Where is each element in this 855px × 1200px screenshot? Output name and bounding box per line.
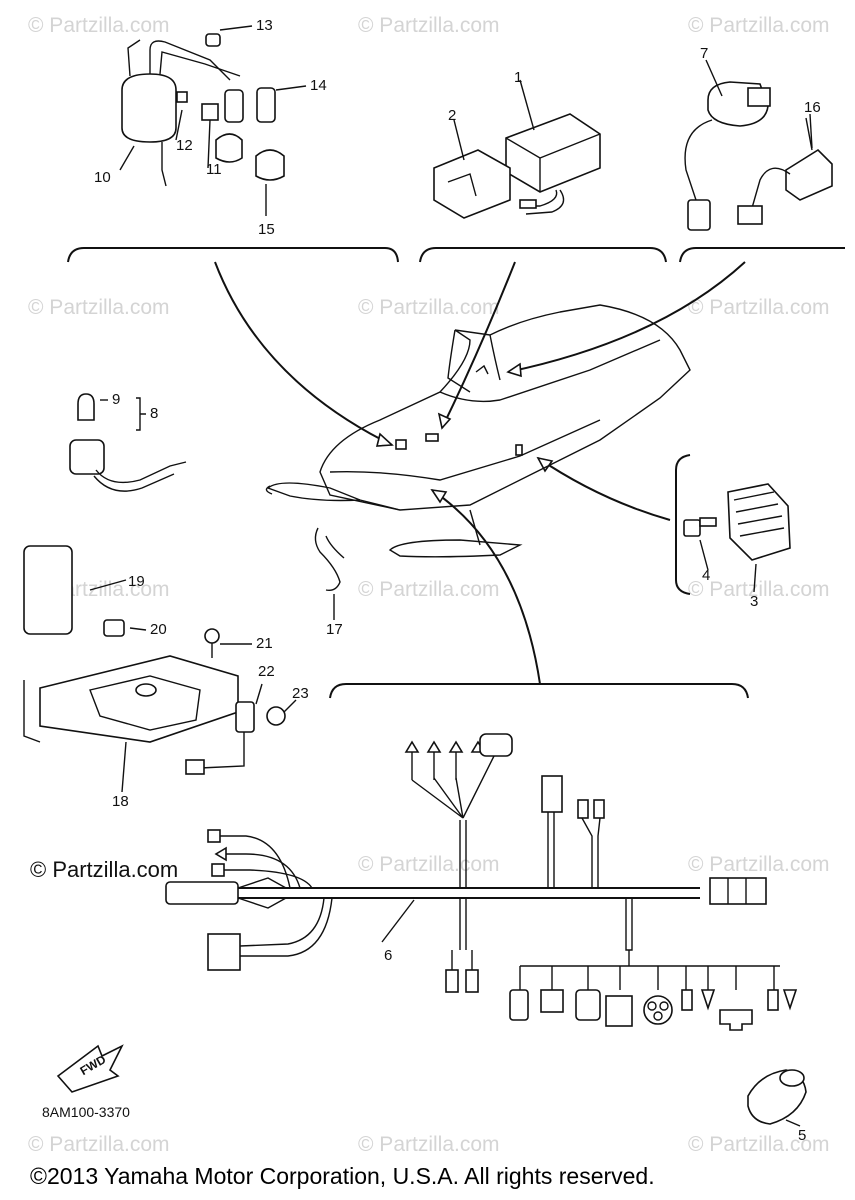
callout-8: 8	[150, 405, 159, 422]
leader-arrow	[441, 261, 516, 429]
leader-arrow	[214, 261, 393, 446]
callout-7: 7	[700, 45, 709, 62]
callout-10: 10	[94, 169, 111, 186]
watermark: © Partzilla.com	[688, 853, 830, 876]
leader-arrow	[537, 457, 671, 521]
diagram-code: 8AM100-3370	[42, 1104, 130, 1120]
bracket-cdi	[419, 247, 667, 263]
watermark: © Partzilla.com	[688, 296, 830, 319]
bracket-ignition	[67, 247, 399, 263]
watermark: © Partzilla.com	[688, 14, 830, 37]
watermark: © Partzilla.com	[358, 1133, 500, 1156]
watermark: © Partzilla.com	[358, 14, 500, 37]
watermark: © Partzilla.com	[688, 578, 830, 601]
callout-15: 15	[258, 221, 275, 238]
watermark: © Partzilla.com	[28, 14, 170, 37]
watermark: © Partzilla.com	[358, 578, 500, 601]
callout-14: 14	[310, 77, 327, 94]
callout-3: 3	[750, 593, 759, 610]
fwd-arrow-icon: FWD	[56, 1044, 124, 1093]
arrow-head	[506, 362, 522, 378]
callout-19: 19	[128, 573, 145, 590]
grommet-part	[747, 1069, 807, 1125]
callout-16: 16	[804, 99, 821, 116]
regulator-group	[683, 483, 791, 561]
watermark: © Partzilla.com	[28, 296, 170, 319]
callout-leaders	[89, 25, 813, 1127]
callout-11: 11	[206, 161, 222, 178]
callout-5: 5	[798, 1127, 807, 1144]
callout-12: 12	[176, 137, 193, 154]
clamp	[314, 527, 345, 592]
callout-20: 20	[150, 621, 167, 638]
battery-box-group	[23, 545, 286, 775]
watermark: © Partzilla.com	[28, 1133, 170, 1156]
bracket-regulator	[675, 454, 691, 595]
bracket-harness	[329, 683, 749, 699]
ignition-coil-group	[121, 33, 285, 187]
callout-2: 2	[448, 107, 457, 124]
wire-harness	[165, 733, 798, 1031]
watermark: © Partzilla.com	[688, 1133, 830, 1156]
callout-23: 23	[292, 685, 309, 702]
callout-13: 13	[256, 17, 273, 34]
callout-21: 21	[256, 635, 273, 652]
callout-17: 17	[326, 621, 343, 638]
watermark: © Partzilla.com	[358, 296, 500, 319]
snowmobile-illustration	[265, 304, 691, 558]
callout-22: 22	[258, 663, 275, 680]
bracket-switches	[679, 247, 845, 263]
callout-18: 18	[112, 793, 129, 810]
callout-6: 6	[384, 947, 393, 964]
callout-1: 1	[514, 69, 523, 86]
arrow-head	[437, 412, 452, 430]
leader-arrow	[431, 489, 541, 685]
copyright-notice: ©2013 Yamaha Motor Corporation, U.S.A. A…	[30, 1163, 655, 1189]
callout-9: 9	[112, 391, 121, 408]
leader-arrow	[507, 261, 746, 373]
brand-watermark: © Partzilla.com	[30, 857, 179, 882]
tail-light-group	[69, 393, 187, 492]
callout-4: 4	[702, 567, 711, 584]
arrow-head	[430, 488, 448, 504]
arrow-head	[375, 432, 394, 447]
watermark: © Partzilla.com	[358, 853, 500, 876]
switch-group	[684, 81, 833, 231]
cdi-unit-group	[433, 113, 601, 219]
